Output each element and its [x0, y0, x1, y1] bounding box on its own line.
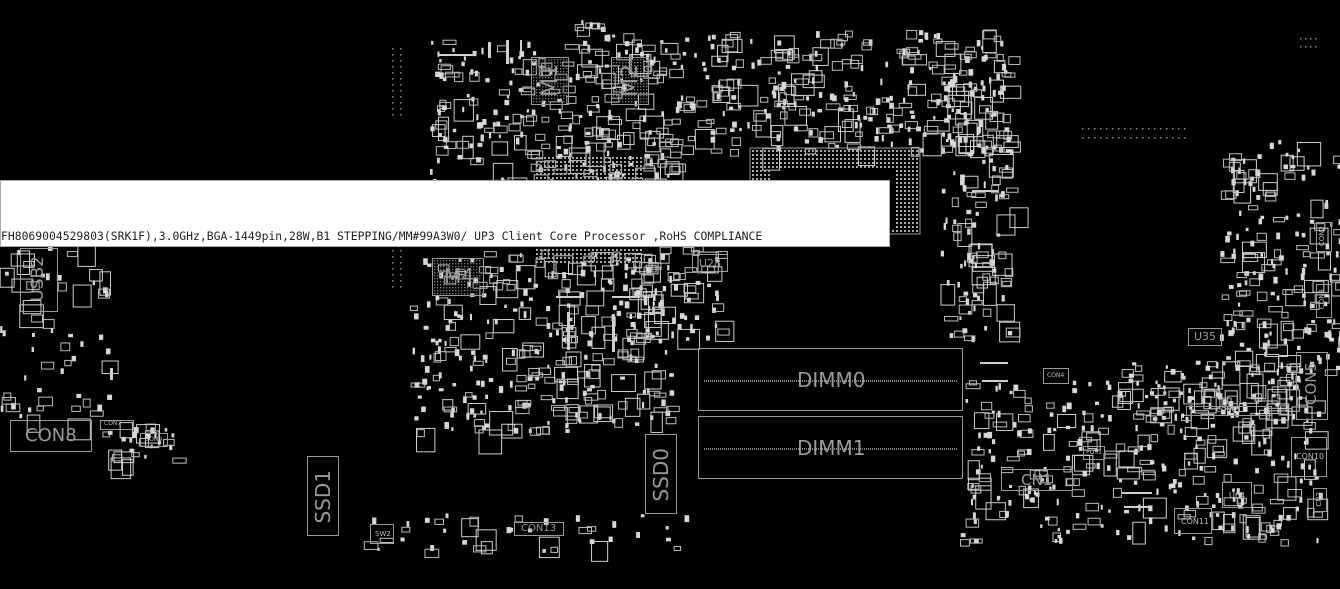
usb2-label: USB2: [28, 256, 48, 302]
con11-connector[interactable]: [1174, 508, 1212, 534]
con13-label: CON13: [521, 523, 557, 534]
sw2-label: SW2: [375, 530, 391, 538]
con13-connector[interactable]: [514, 522, 564, 536]
m1-label: M1: [538, 64, 563, 97]
u64-chip[interactable]: [1222, 482, 1252, 508]
con8-label: CON8: [25, 425, 77, 446]
pq31-chip[interactable]: [1083, 446, 1105, 460]
dimm0-label: DIMM0: [797, 368, 866, 392]
m4-label: M4: [444, 264, 474, 288]
con2-label: CON2: [1318, 226, 1326, 247]
cn1-label: CN1: [1021, 471, 1053, 489]
u35-label: U35: [1194, 330, 1217, 343]
ssd0-slot[interactable]: [645, 434, 677, 514]
con9-connector[interactable]: [140, 433, 168, 447]
m2-label: M2: [618, 64, 643, 97]
usb2-connector[interactable]: [20, 248, 58, 312]
u28-label: U28: [699, 257, 722, 270]
component-tooltip: FH8069004529803(SRK1F),3.0GHz,BGA-1449pi…: [0, 180, 890, 247]
con5-connector[interactable]: [1296, 352, 1328, 420]
cn2-label: CN2: [1315, 492, 1323, 507]
tooltip-part-description: FH8069004529803(SRK1F),3.0GHz,BGA-1449pi…: [1, 229, 763, 243]
con7-label: CON7: [104, 420, 122, 427]
ssd0-label: SSD0: [649, 448, 673, 502]
m1-chip-outline[interactable]: [531, 57, 569, 105]
con2-connector[interactable]: [1316, 222, 1332, 252]
ssd1-slot[interactable]: [307, 456, 339, 536]
m2-chip-outline[interactable]: [611, 57, 649, 105]
cn2-connector[interactable]: [1313, 488, 1327, 512]
u28-chip[interactable]: [692, 254, 728, 272]
con11-label: CON11: [1181, 517, 1210, 526]
con6-label: CON6: [1216, 406, 1237, 414]
con8-connector[interactable]: [10, 420, 92, 452]
m4-chip-outline[interactable]: [432, 258, 484, 296]
sw2-switch[interactable]: [370, 524, 394, 544]
con3-connector[interactable]: [1316, 284, 1332, 318]
con4-label: CON4: [1047, 372, 1065, 379]
con9-label: CON9: [145, 436, 163, 443]
pq31-label: PQ31: [1086, 449, 1102, 456]
con7-connector[interactable]: [100, 420, 134, 430]
u35-chip[interactable]: [1188, 328, 1222, 346]
u64-label: U64: [1229, 491, 1246, 500]
dimm1-label: DIMM1: [797, 436, 866, 460]
dimm0-slot[interactable]: [698, 348, 963, 411]
con4-connector[interactable]: [1043, 368, 1069, 384]
ssd1-label: SSD1: [311, 470, 335, 524]
cn1-connector[interactable]: [1001, 469, 1073, 491]
con5-label: CON5: [1302, 362, 1320, 406]
dimm1-slot[interactable]: [698, 416, 963, 479]
con10-connector[interactable]: [1291, 437, 1327, 477]
con10-label: CON10: [1296, 452, 1325, 461]
con6-connector[interactable]: [1186, 406, 1272, 416]
con3-label: CON3: [1318, 289, 1326, 310]
